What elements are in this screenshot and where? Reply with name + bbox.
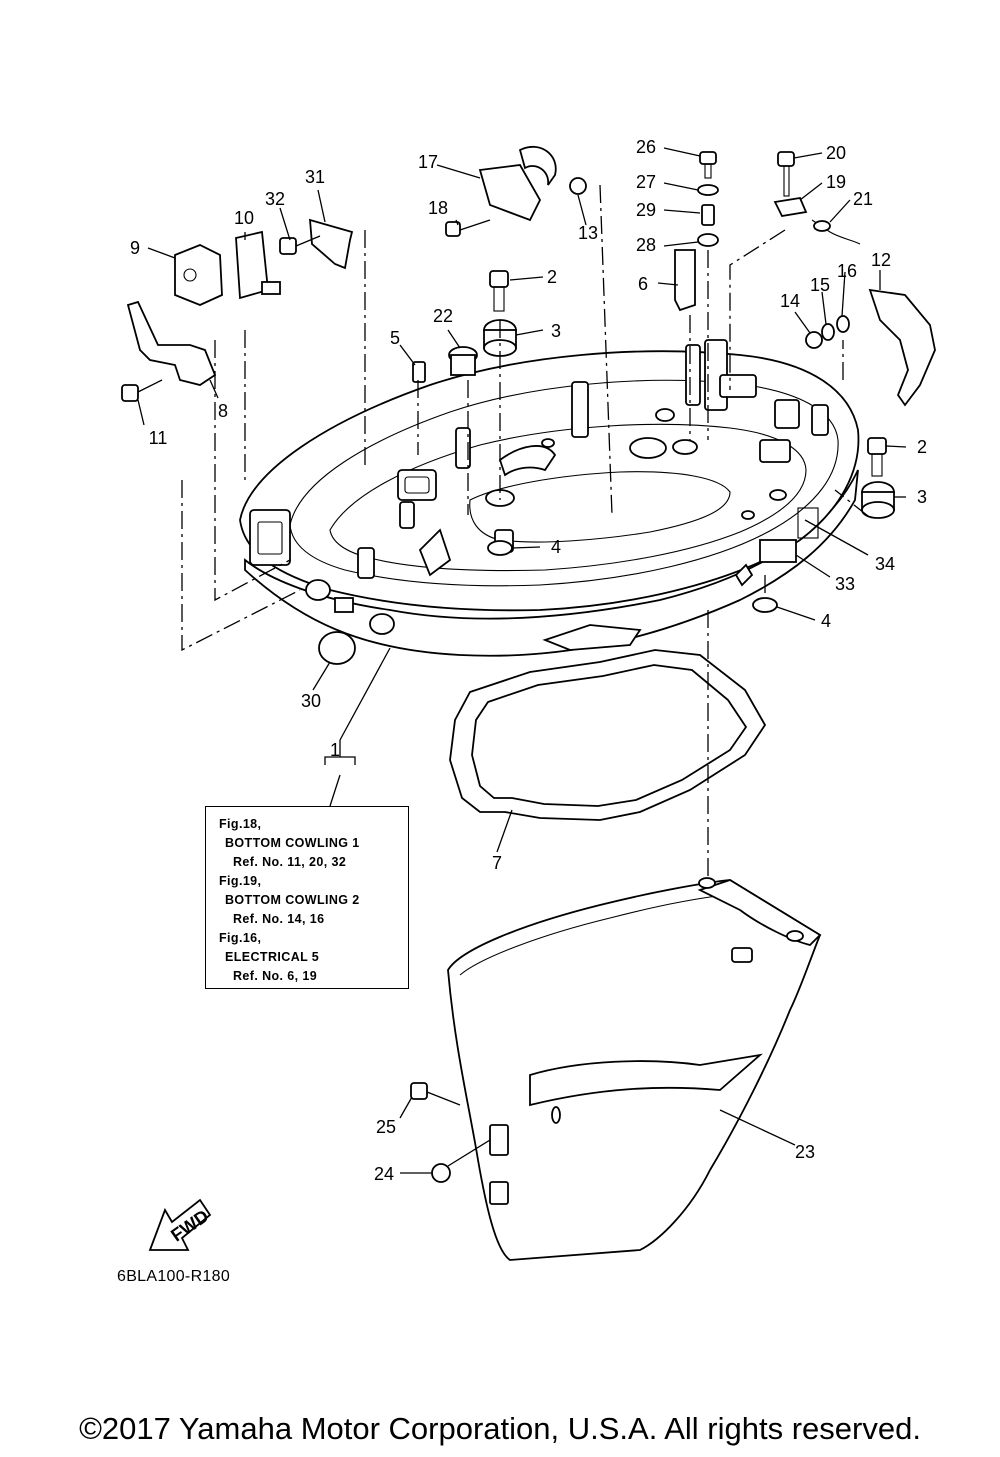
part-label: 20: [826, 143, 846, 163]
part-label: 34: [875, 554, 895, 574]
part-label: 3: [551, 321, 561, 341]
assembly-lines: [181, 184, 869, 880]
part-label: 31: [305, 167, 325, 187]
part-label: 2: [547, 267, 557, 287]
part-label: 10: [234, 208, 254, 228]
apron: [447, 877, 822, 1261]
part-label: 26: [636, 137, 656, 157]
part-label: 2: [917, 437, 927, 457]
ref-line: Fig.19,: [219, 874, 262, 888]
part-label: 29: [636, 200, 656, 220]
part-label: 12: [871, 250, 891, 270]
part-label: 18: [428, 198, 448, 218]
part-label: 1: [330, 740, 340, 760]
bottom-cowling: [239, 339, 860, 657]
ref-line: Fig.16,: [219, 931, 262, 945]
part-label: 14: [780, 291, 800, 311]
part-label: 16: [837, 261, 857, 281]
part-label: 32: [265, 189, 285, 209]
ref-line: Ref. No. 14, 16: [233, 912, 325, 926]
part-label: 5: [390, 328, 400, 348]
part-label: 7: [492, 853, 502, 873]
part-labels: 1 2 2 3 3 4 4 5 6 7 8 9 10 11 12 13 14 1…: [130, 137, 927, 1184]
ref-line: Ref. No. 6, 19: [233, 969, 318, 983]
ref-line: ELECTRICAL 5: [225, 950, 320, 964]
part-label: 4: [821, 611, 831, 631]
part-label: 28: [636, 235, 656, 255]
part-label: 4: [551, 537, 561, 557]
part-label: 22: [433, 306, 453, 326]
part-label: 27: [636, 172, 656, 192]
ref-line: BOTTOM COWLING 2: [225, 893, 360, 907]
copyright-notice: ©2017 Yamaha Motor Corporation, U.S.A. A…: [79, 1411, 921, 1446]
part-label: 6: [638, 274, 648, 294]
ref-line: BOTTOM COWLING 1: [225, 836, 360, 850]
part-label: 3: [917, 487, 927, 507]
part-label: 13: [578, 223, 598, 243]
small-parts: [121, 145, 936, 1183]
part-label: 19: [826, 172, 846, 192]
part-label: 23: [795, 1142, 815, 1162]
part-label: 9: [130, 238, 140, 258]
reference-box: Fig.18, BOTTOM COWLING 1 Ref. No. 11, 20…: [205, 806, 409, 989]
fwd-arrow: FWD: [148, 1198, 212, 1251]
cowling-seal: [449, 649, 767, 821]
ref-line: Ref. No. 11, 20, 32: [233, 855, 347, 869]
part-label: 25: [376, 1117, 396, 1137]
part-label: 24: [374, 1164, 394, 1184]
part-label: 15: [810, 275, 830, 295]
part-label: 8: [218, 401, 228, 421]
part-label: 17: [418, 152, 438, 172]
part-label: 30: [301, 691, 321, 711]
part-label: 11: [149, 428, 168, 448]
diagram-code: 6BLA100-R180: [117, 1268, 231, 1285]
part-label: 33: [835, 574, 855, 594]
part-label: 21: [853, 189, 873, 209]
leader-lines: [137, 147, 907, 1174]
ref-line: Fig.18,: [219, 817, 262, 831]
